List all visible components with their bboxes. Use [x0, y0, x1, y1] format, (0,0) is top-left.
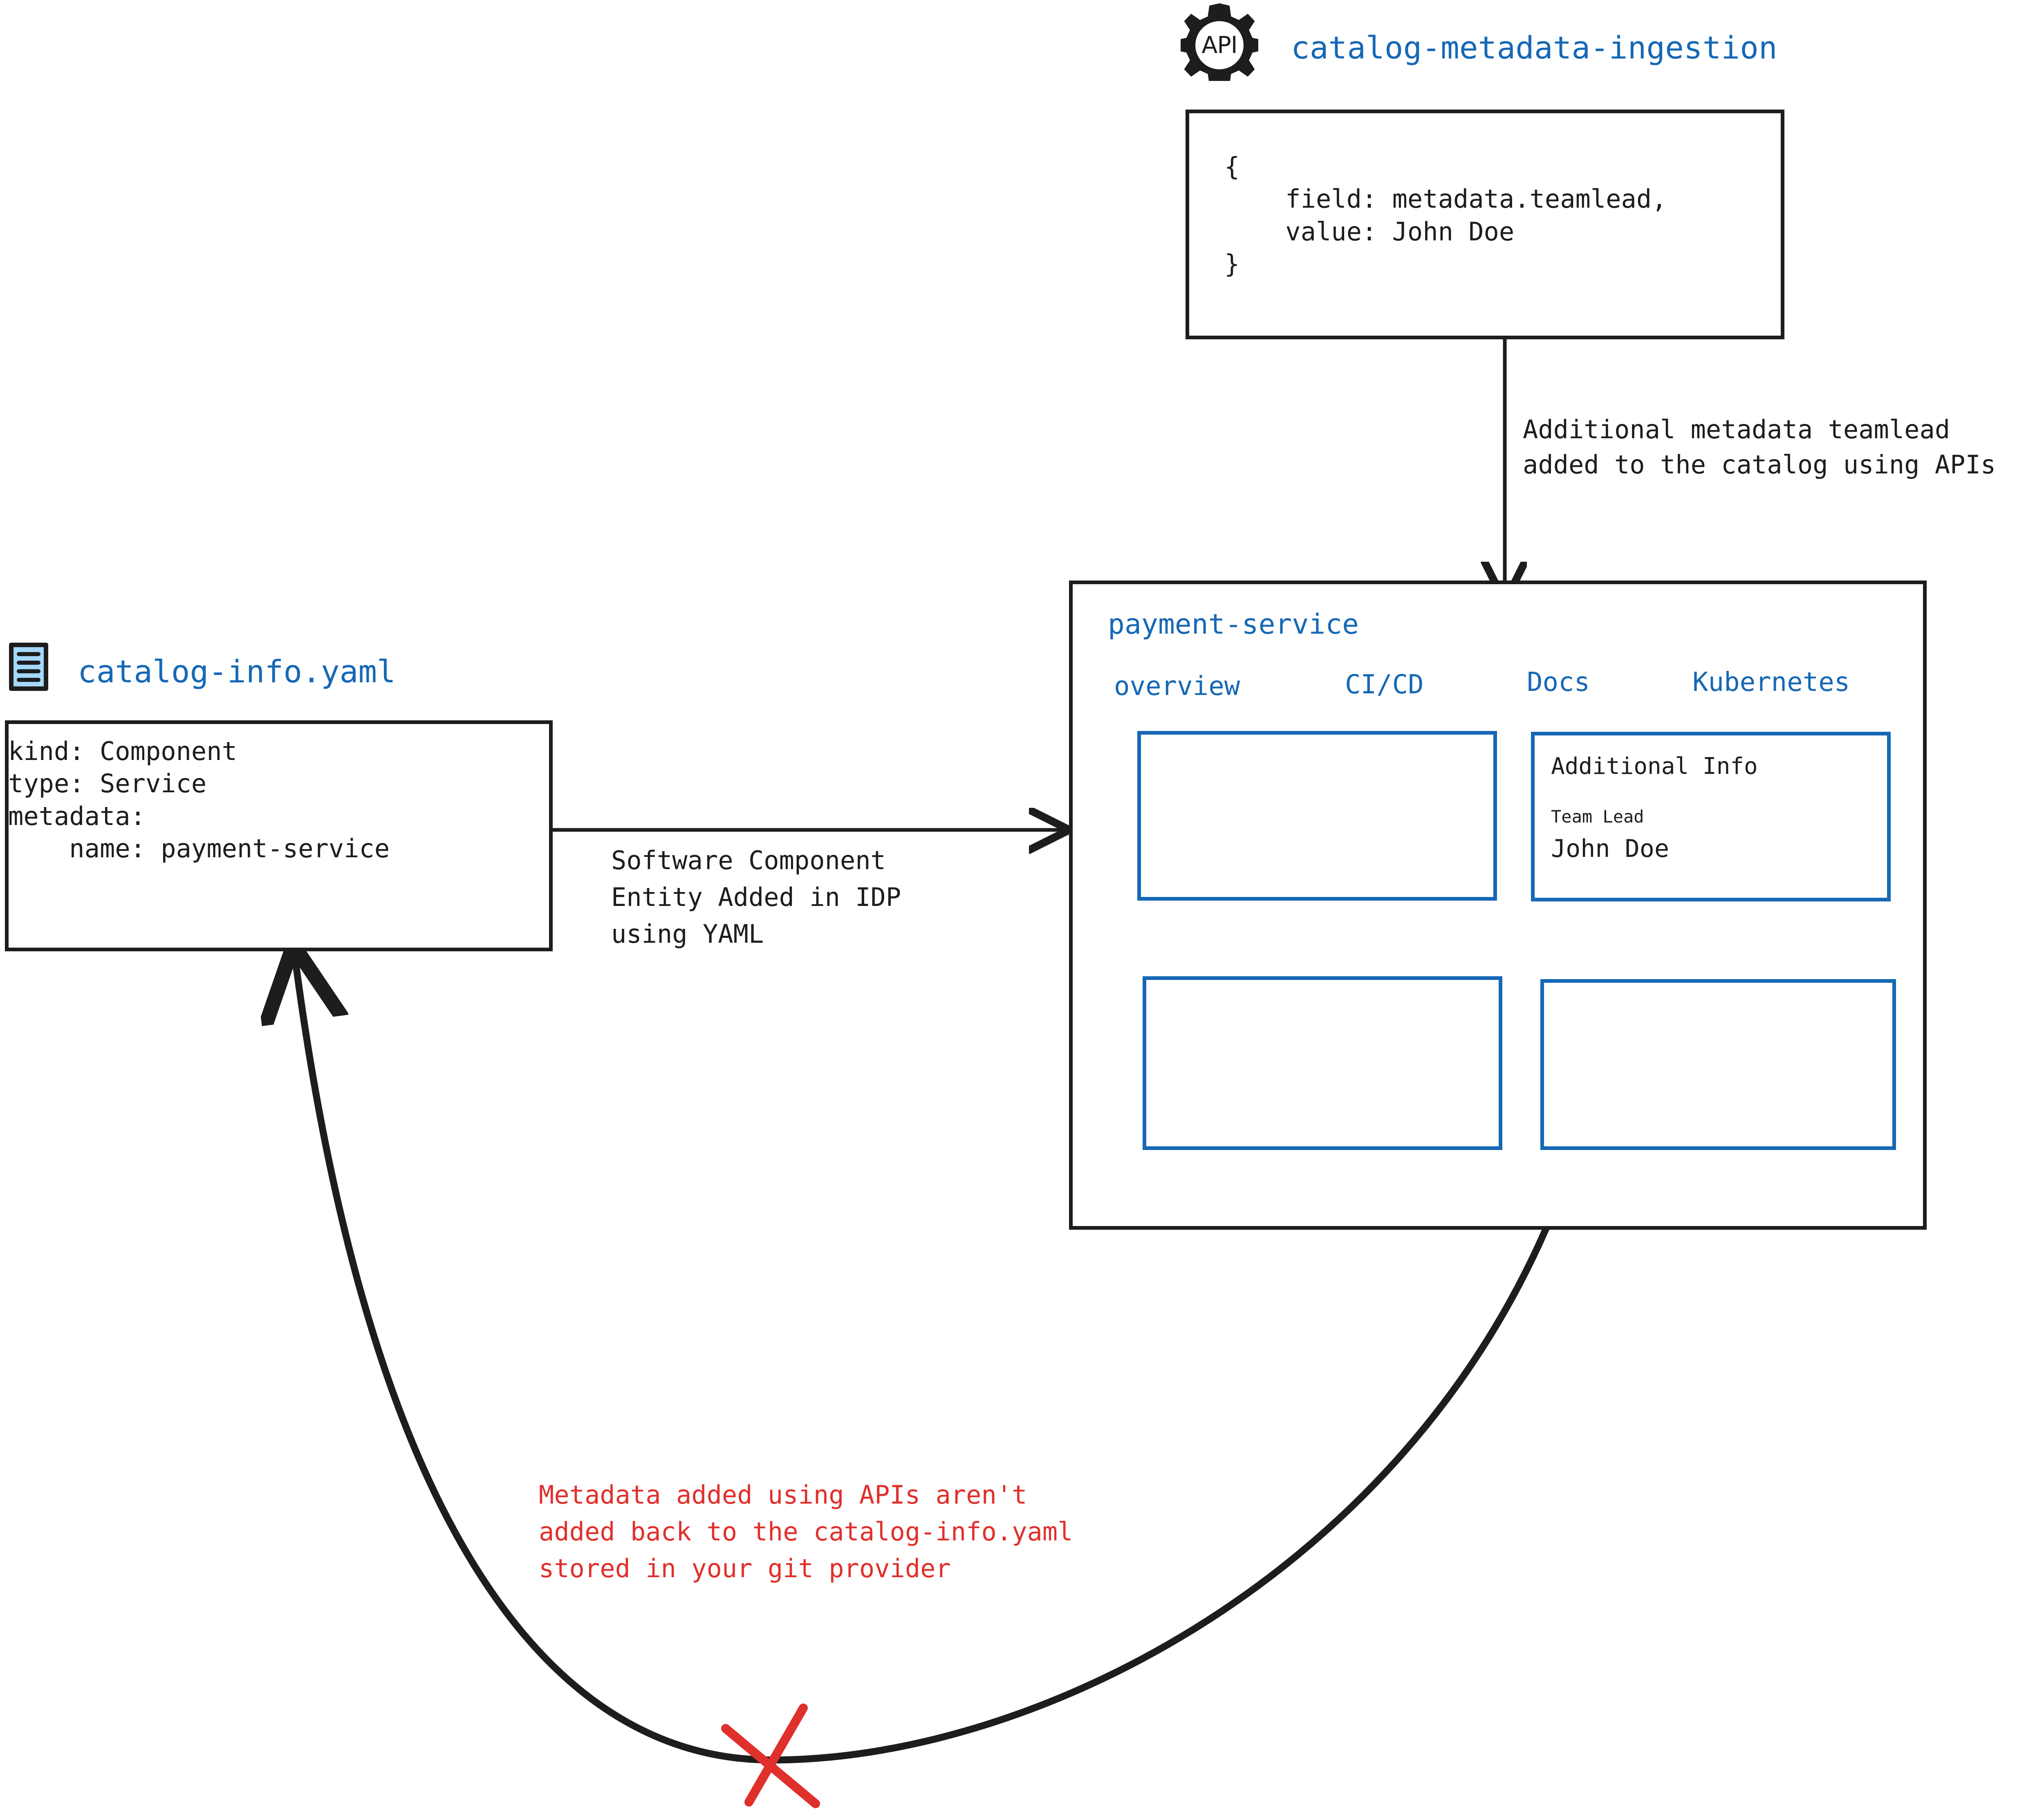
- additional-info-field-label: Team Lead: [1551, 806, 1644, 827]
- yaml-file-icon: [9, 643, 48, 691]
- api-ingestion-title: catalog-metadata-ingestion: [1291, 29, 1777, 66]
- yaml-icon-line: [17, 660, 40, 665]
- red-x-icon: [721, 1704, 820, 1808]
- catalog-yaml-box: [5, 720, 553, 951]
- api-payload-box: [1186, 110, 1784, 339]
- api-payload-code: { field: metadata.teamlead, value: John …: [1224, 152, 1667, 279]
- additional-info-heading: Additional Info: [1551, 753, 1758, 780]
- yaml-icon-line: [17, 677, 40, 682]
- tab-docs[interactable]: Docs: [1527, 667, 1590, 697]
- yaml-arrow-label-line1: Software Component: [611, 845, 886, 875]
- warning-note-line2: added back to the catalog-info.yaml: [539, 1517, 1073, 1547]
- yaml-icon-line: [17, 652, 40, 656]
- api-arrow-label-line1: Additional metadata teamlead: [1523, 415, 1950, 444]
- yaml-arrow-label-line3: using YAML: [611, 919, 764, 949]
- idp-entity-name: payment-service: [1108, 608, 1359, 641]
- catalog-file-title: catalog-info.yaml: [78, 653, 396, 690]
- warning-note-line3: stored in your git provider: [539, 1553, 951, 1583]
- yaml-arrow-label-line2: Entity Added in IDP: [611, 882, 901, 912]
- additional-info-field-value: John Doe: [1551, 834, 1669, 863]
- api-icon-text: API: [1201, 32, 1237, 59]
- overview-card[interactable]: [1137, 731, 1497, 901]
- tab-ci-cd[interactable]: CI/CD: [1345, 670, 1424, 700]
- tab-overview[interactable]: overview: [1114, 671, 1240, 702]
- bottom-right-card[interactable]: [1540, 979, 1896, 1150]
- catalog-yaml-code: kind: Component type: Service metadata: …: [8, 736, 390, 864]
- api-gear-icon: API: [1175, 3, 1264, 85]
- bottom-left-card[interactable]: [1143, 976, 1502, 1150]
- additional-info-card[interactable]: Additional Info Team Lead John Doe: [1531, 732, 1891, 901]
- tab-kubernetes[interactable]: Kubernetes: [1692, 667, 1850, 697]
- yaml-icon-line: [17, 669, 40, 673]
- api-arrow-label-line2: added to the catalog using APIs: [1523, 450, 1996, 480]
- warning-note-line1: Metadata added using APIs aren't: [539, 1480, 1027, 1510]
